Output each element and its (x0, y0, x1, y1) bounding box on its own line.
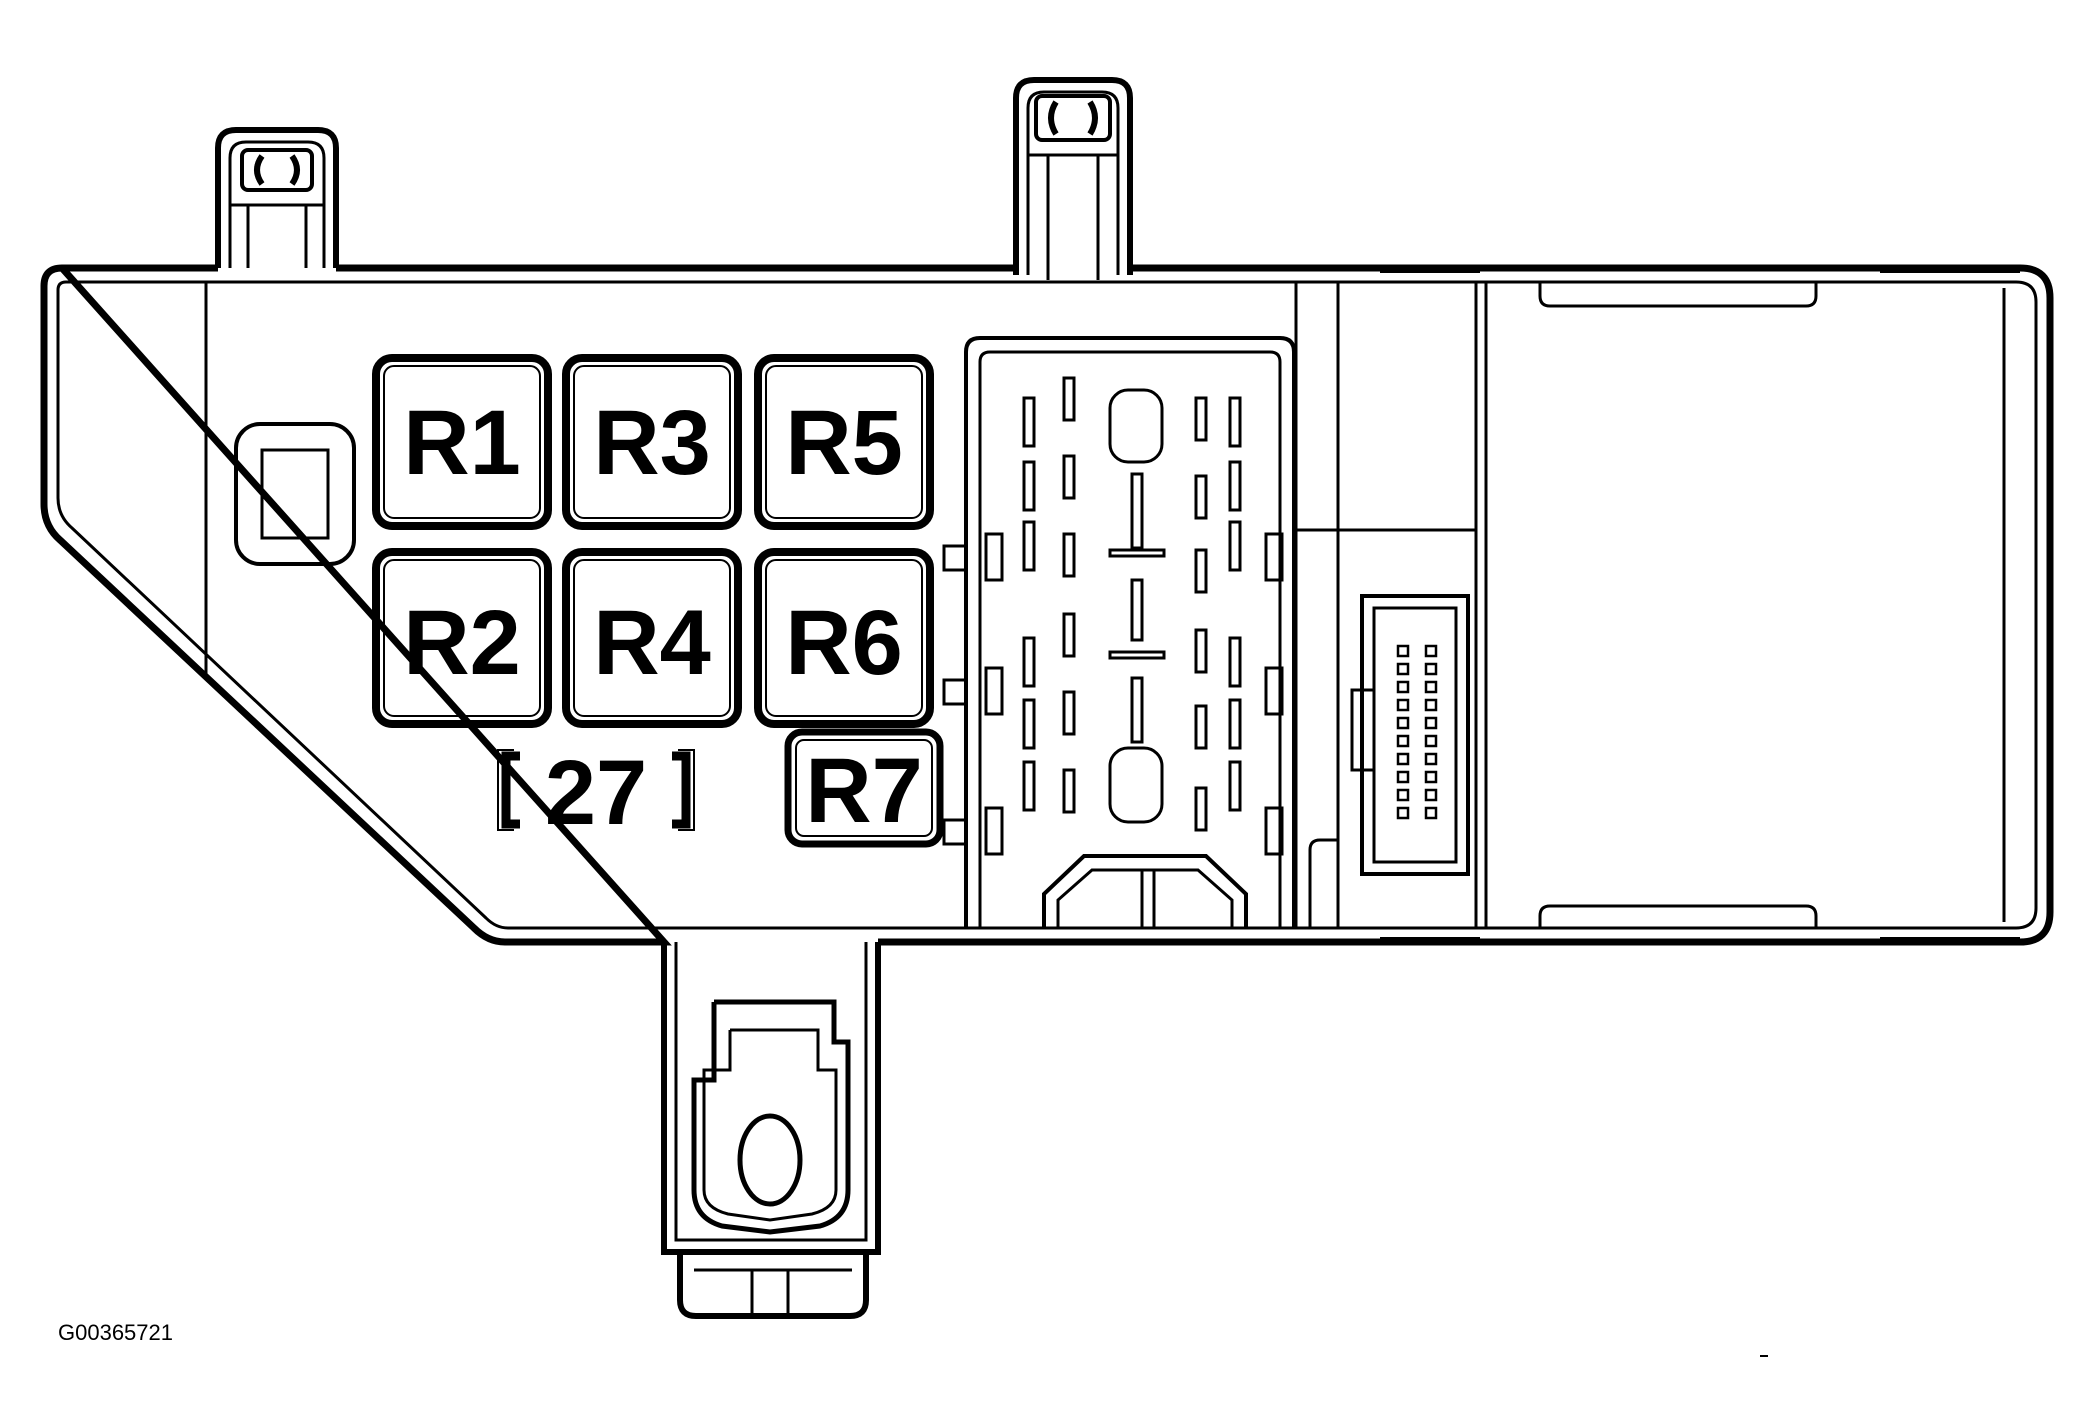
relay-r4: R4 (562, 548, 742, 728)
fuse-27: 27 (497, 742, 695, 844)
connector-terminal-slots (1022, 376, 1242, 832)
relay-label: R2 (403, 592, 521, 694)
relay-r2: R2 (372, 548, 552, 728)
right-section (1294, 282, 2006, 928)
left-top-mounting-tab (215, 127, 339, 268)
multi-pin-connector (1350, 594, 1470, 876)
relay-label: R6 (785, 592, 903, 694)
figure-id: G00365721 (58, 1320, 173, 1345)
square-knockout (234, 422, 356, 566)
relay-r7: R7 (784, 728, 944, 848)
relay-label: R5 (785, 392, 903, 494)
relay-r3: R3 (562, 354, 742, 530)
housing-outline (40, 264, 2054, 946)
center-top-mounting-tab (1013, 77, 1133, 280)
relay-label: R1 (403, 392, 521, 494)
central-connector (942, 336, 1296, 928)
bottom-mounting-tab (661, 942, 881, 1319)
relay-r5: R5 (754, 354, 934, 530)
relay-label: R3 (593, 392, 711, 494)
relay-label: R4 (593, 592, 711, 694)
fuse-label: 27 (545, 742, 647, 844)
relay-label: R7 (805, 740, 923, 842)
relay-r6: R6 (754, 548, 934, 728)
connector-pins (1396, 644, 1438, 820)
relay-r1: R1 (372, 354, 552, 530)
